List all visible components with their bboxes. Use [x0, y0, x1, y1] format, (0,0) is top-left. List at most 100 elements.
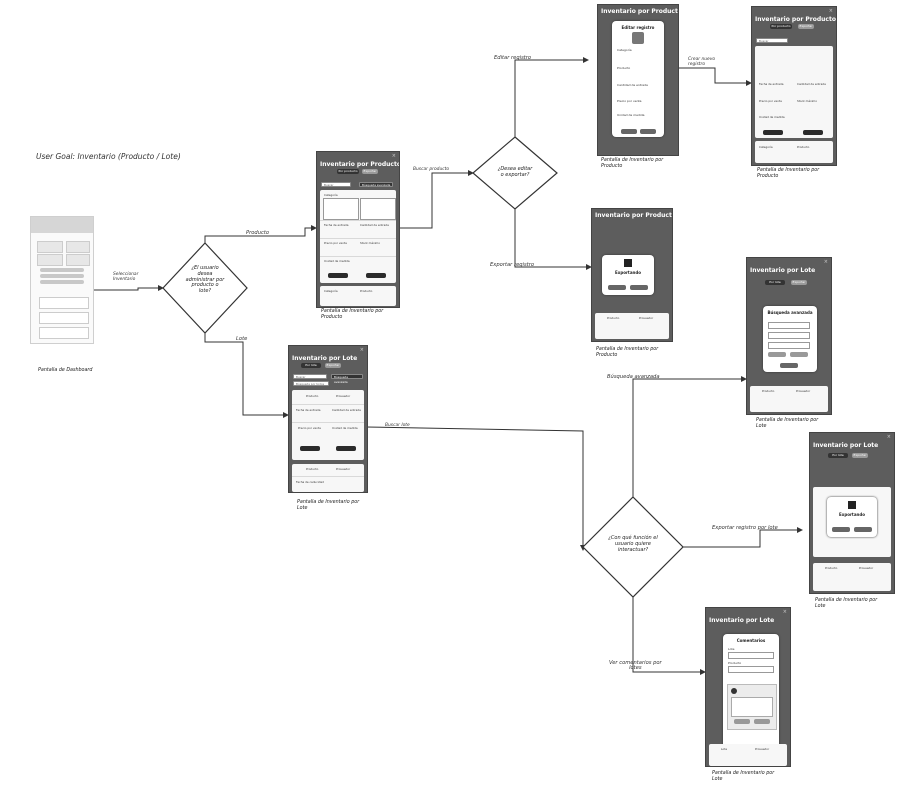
field-fecha-caducidad: Fecha de caducidad [296, 480, 324, 484]
search-field[interactable] [768, 332, 810, 339]
field-proveedor: Proveedor [336, 467, 351, 471]
cantidad-dropdown[interactable] [360, 198, 396, 220]
dashboard-card [37, 254, 63, 266]
cancel-button[interactable] [854, 527, 872, 532]
search-field[interactable] [768, 322, 810, 329]
screen-title: Inventario por Producto [595, 212, 673, 219]
save-button[interactable] [621, 129, 637, 134]
decision-1-shape [162, 242, 248, 334]
edit-button[interactable] [328, 273, 348, 278]
lote-card: Producto Proveedor Fecha de caducidad [292, 464, 364, 492]
field-precio-venta: Precio por venta [324, 241, 347, 245]
caption-inv-lote-1: Pantalla de Inventario por Lote [297, 500, 360, 511]
tab-lote[interactable]: Por lote [301, 363, 321, 368]
product-card: Categoría Producto [755, 141, 833, 163]
field-proveedor: Proveedor [755, 747, 770, 751]
field-categoria: Categoría [617, 48, 632, 52]
search-field[interactable] [768, 342, 810, 349]
categoria-dropdown[interactable] [323, 198, 359, 220]
edge-label-comentarios: Ver comentarios por lotes [609, 660, 662, 672]
filter-button[interactable] [790, 352, 808, 357]
field-producto: Producto [728, 661, 742, 665]
busqueda-avanzada-button[interactable]: Búsqueda avanzada [359, 182, 393, 187]
close-icon[interactable]: × [823, 259, 828, 265]
close-icon[interactable]: × [359, 347, 364, 353]
tab-exportar[interactable]: Exportar [852, 453, 868, 458]
search-input[interactable]: Buscar [293, 374, 327, 379]
tab-exportar[interactable]: Exportar [791, 280, 807, 285]
field-precio-venta: Precio por venta [759, 99, 782, 103]
export-button[interactable] [366, 273, 386, 278]
field-producto: Producto [360, 289, 373, 293]
lote-card: Lote Proveedor [709, 744, 787, 766]
edge-label-crear-nuevo: Crear nuevo registro [688, 57, 716, 68]
decision-3-text: ¿Con qué función el usuario quiere inter… [608, 535, 658, 553]
modal-title: Editar registro [621, 25, 655, 30]
tab-lote[interactable]: Por lote [765, 280, 785, 285]
comment-button[interactable] [336, 446, 356, 451]
dashboard-header [31, 217, 93, 233]
comment-textarea[interactable] [731, 697, 773, 717]
edge-label-buscar-lote: Buscar lote [385, 423, 410, 428]
field-cantidad-entrada: Cantidad de entrada [797, 82, 826, 86]
field-proveedor: Proveedor [639, 316, 654, 320]
field-fecha-entrada: Fecha de entrada [324, 223, 349, 227]
inventario-producto-screen: × Inventario por Producto Por producto E… [316, 151, 400, 308]
busqueda-por-todos-select[interactable]: Búsqueda por todos [293, 381, 329, 386]
accept-button[interactable] [608, 285, 626, 290]
tab-lote[interactable]: Por lote [828, 453, 848, 458]
accept-button[interactable] [832, 527, 850, 532]
cancel-button[interactable] [630, 285, 648, 290]
lote-input[interactable] [728, 652, 774, 659]
cancel-button[interactable] [734, 719, 750, 724]
close-icon[interactable]: × [828, 8, 833, 14]
field-producto: Producto [306, 394, 319, 398]
field-precio-venta: Precio por venta [617, 99, 642, 103]
tab-exportar[interactable]: Exportar [362, 169, 378, 174]
close-icon[interactable]: × [886, 434, 891, 440]
producto-input[interactable] [728, 666, 774, 673]
caption-inv-producto-2: Pantalla de Inventario por Producto [601, 158, 664, 169]
tab-producto[interactable]: Por producto [337, 169, 359, 174]
busqueda-avanzada-button[interactable]: Búsqueda avanzada [331, 374, 363, 384]
field-categoria: Categoría [759, 145, 773, 149]
screen-title: Inventario por Lote [292, 355, 358, 362]
field-cantidad-entrada: Cantidad de entrada [360, 223, 389, 227]
caption-inv-lote-3: Pantalla de Inventario por Lote [815, 598, 878, 609]
dashboard-menu-item[interactable] [40, 274, 84, 278]
search-button[interactable] [780, 363, 798, 368]
modal-title: Comentarios [736, 638, 766, 643]
export-icon [624, 259, 632, 267]
edit-button[interactable] [300, 446, 320, 451]
field-proveedor: Proveedor [859, 566, 874, 570]
edge-d1-producto [204, 225, 317, 243]
close-icon[interactable]: × [782, 609, 787, 615]
dashboard-menu-item[interactable] [40, 268, 84, 272]
cancel-button[interactable] [640, 129, 656, 134]
dashboard-stat [39, 297, 89, 309]
dashboard-menu-item[interactable] [40, 280, 84, 284]
screen-title: Inventario por Lote [750, 267, 816, 274]
search-input[interactable]: Buscar [756, 38, 788, 43]
export-icon [848, 501, 856, 509]
edit-button[interactable] [763, 130, 783, 135]
screen-title: Inventario por Producto [755, 16, 836, 23]
dashboard-stat [39, 327, 89, 339]
exportando-modal: Exportando [827, 497, 877, 537]
dashboard-card [66, 254, 90, 266]
field-lote: Lote [728, 647, 735, 651]
edge-d1-lote [204, 333, 289, 418]
export-button[interactable] [803, 130, 823, 135]
edge-label-producto: Producto [246, 230, 270, 236]
tab-exportar[interactable]: Exportar [325, 363, 341, 368]
filter-button[interactable] [768, 352, 786, 357]
field-producto: Producto [762, 389, 775, 393]
tab-exportar[interactable]: Exportar [798, 24, 814, 29]
tab-producto[interactable]: Por producto [770, 24, 792, 29]
lote-card: Exportando [813, 487, 891, 557]
save-button[interactable] [754, 719, 770, 724]
close-icon[interactable]: × [391, 153, 396, 159]
field-unidad-medida: Unidad de medida [617, 113, 645, 117]
search-input[interactable]: Buscar [321, 182, 351, 187]
